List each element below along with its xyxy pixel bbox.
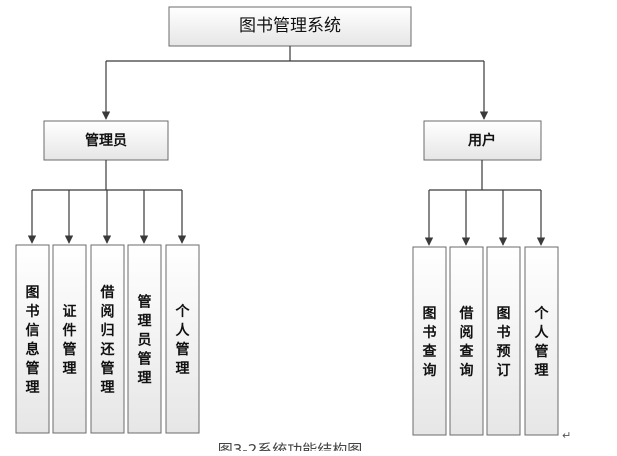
- function-box-user-2: [449, 246, 484, 436]
- role-admin-label: 管理员: [85, 132, 127, 149]
- function-box-admin-2: [52, 244, 87, 434]
- role-user-label: 用户: [468, 132, 496, 149]
- function-label-user-4: 个人管理: [534, 305, 550, 379]
- function-box-admin-3: [90, 244, 125, 434]
- function-box-admin-4: [127, 244, 162, 434]
- function-box-user-4: [524, 246, 559, 436]
- paragraph-mark: ↵: [562, 429, 571, 442]
- function-label-user-2: 借阅查询: [459, 305, 475, 379]
- function-label-admin-4: 管理员管理: [138, 294, 152, 387]
- function-box-admin-5: [165, 244, 200, 434]
- root-label: 图书管理系统: [239, 16, 341, 36]
- figure-caption: 图3-2系统功能结构图: [218, 441, 363, 451]
- function-box-user-3: [486, 246, 521, 436]
- function-label-user-1: 图书查询: [423, 306, 438, 379]
- admin-functions: 图书信息管理 证件管理 借阅归还管理 管理员管理 个人管理: [15, 244, 200, 434]
- role-user-node: [423, 120, 542, 161]
- function-label-admin-1: 图书信息管理: [26, 285, 40, 396]
- function-box-user-1: [412, 246, 447, 436]
- root-node: [168, 6, 412, 47]
- function-label-admin-3: 借阅归还管理: [100, 284, 116, 396]
- function-box-admin-1: [15, 244, 50, 434]
- function-label-admin-5: 个人管理: [175, 303, 191, 377]
- user-functions: 图书查询 借阅查询 图书预订 个人管理: [412, 246, 559, 436]
- function-label-user-3: 图书预订: [497, 306, 511, 379]
- function-label-admin-2: 证件管理: [63, 304, 77, 377]
